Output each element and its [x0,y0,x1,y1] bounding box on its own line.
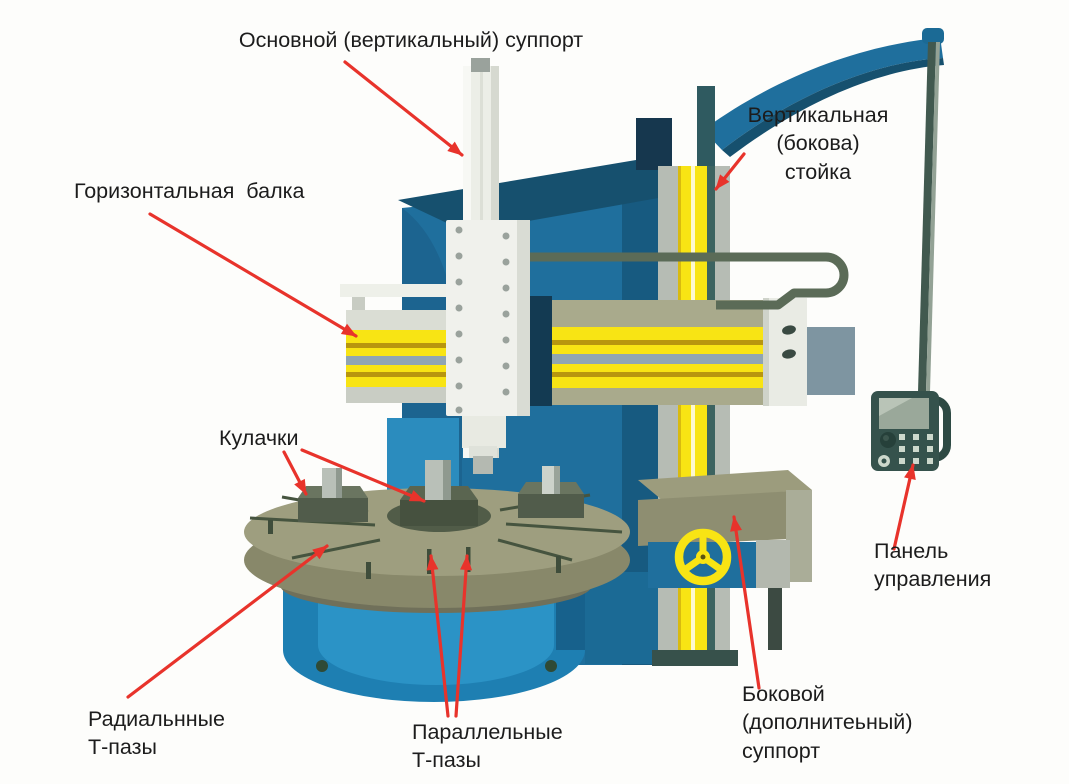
pipe-loop [520,252,849,310]
control-panel [871,391,951,471]
side-support [638,470,812,650]
horizontal-beam-left [340,284,462,403]
arrow-horizontal-beam [148,212,358,338]
beam-carriage [446,220,530,474]
arrow-radial-slots [126,544,329,699]
label-horizontal-beam: Горизонтальная балка [74,179,305,203]
chuck-jaw-center [400,460,478,526]
label-main-support: Основной (вертикальный) суппорт [238,28,584,52]
beam-end-block [763,298,855,406]
panel-keypad [899,434,933,464]
arrow-vertical-stand [714,152,746,191]
label-side-support: Боковой (дополнитеьный) суппорт [742,682,913,763]
arrow-side-support [730,515,761,690]
horizontal-beam-right [530,296,775,406]
label-vertical-stand: Вертикальная (бокова) стойка [747,103,889,184]
arrow-parallel-slots-1 [426,554,450,718]
arrow-control-panel [892,463,916,551]
arrow-parallel-slots-2 [454,554,473,718]
label-parallel-slots: Параллельные Т-пазы [412,720,563,773]
annotation-arrows [126,60,916,718]
arrow-jaws-2 [300,448,426,503]
chuck-jaw-left [298,468,368,522]
label-radial-slots: Радиальнные Т-пазы [88,707,225,760]
handwheel [674,528,732,586]
arrow-main-support [343,60,464,157]
label-jaws: Кулачки [219,426,299,450]
arrow-jaws-1 [282,450,308,496]
pendant-arm [703,28,944,392]
chuck-jaw-right [518,466,584,518]
label-control-panel: Панель управления [874,539,992,592]
faceplate-table [244,460,630,608]
